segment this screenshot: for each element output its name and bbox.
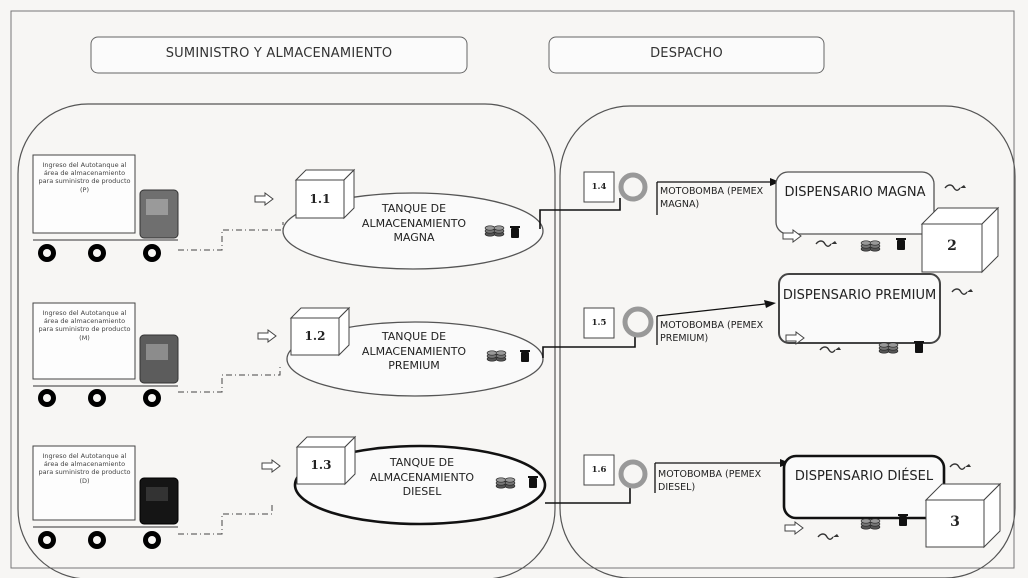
tank-ellipse-premium	[286, 321, 544, 397]
pump-ring-3	[618, 459, 648, 489]
dispatch-panel	[559, 105, 1016, 578]
pump-code-box-2	[583, 307, 615, 339]
tank-label-premium: TANQUE DE ALMACENAMIENTO PREMIUM	[361, 330, 467, 372]
pump-label-diesel: MOTOBOMBA (PEMEX DIESEL)	[658, 469, 762, 493]
pump-code-1: 1.4	[591, 182, 607, 192]
cube-number-3: 3	[950, 514, 960, 530]
truck-caption-m: Ingreso del Autotanque al área de almace…	[38, 309, 131, 342]
truck-1	[32, 154, 179, 262]
truck-connectors	[178, 222, 284, 535]
pump-code-box-1	[583, 171, 615, 203]
supply-panel	[17, 103, 556, 578]
tank-cubes	[289, 168, 357, 486]
dispenser-box-magna	[775, 171, 935, 235]
dispenser-label-premium: DISPENSARIO PREMIUM	[782, 288, 937, 303]
dispenser-label-diesel: DISPENSARIO DIÉSEL	[794, 469, 934, 484]
pipes-tank-pump	[539, 198, 636, 504]
dispatch-header-title: DESPACHO	[650, 46, 723, 61]
truck-caption-d: Ingreso del Autotanque al área de almace…	[38, 452, 131, 485]
tank-ellipse-diesel	[293, 444, 547, 526]
supply-header-box	[90, 36, 468, 74]
number-cubes	[920, 206, 1002, 549]
pump-dispenser-arrows	[654, 181, 780, 493]
outer-frame	[10, 10, 1015, 569]
tank-code-2: 1.2	[304, 329, 326, 343]
tank-code-3: 1.3	[310, 458, 332, 472]
dispenser-label-magna: DISPENSARIO MAGNA	[784, 185, 926, 200]
tank-label-diesel: TANQUE DE ALMACENAMIENTO DIESEL	[369, 456, 475, 498]
pump-code-2: 1.5	[591, 318, 607, 328]
pump-code-3: 1.6	[591, 465, 607, 475]
pump-label-magna: MOTOBOMBA (PEMEX MAGNA)	[660, 186, 764, 210]
truck-3	[32, 445, 179, 549]
cube-number-2: 2	[947, 238, 957, 254]
supply-header-title: SUMINISTRO Y ALMACENAMIENTO	[165, 46, 393, 61]
pump-ring-1	[618, 172, 648, 202]
pump-ring-2	[622, 306, 654, 338]
dispenser-box-premium	[778, 273, 941, 344]
tank-code-1: 1.1	[309, 192, 331, 206]
truck-caption-p: Ingreso del Autotanque al área de almace…	[38, 161, 131, 194]
pump-code-box-3	[583, 454, 615, 486]
truck-2	[32, 302, 179, 407]
tank-label-magna: TANQUE DE ALMACENAMIENTO MAGNA	[361, 202, 467, 244]
dispatch-header-box	[548, 36, 825, 74]
pump-label-premium: MOTOBOMBA (PEMEX PREMIUM)	[660, 320, 764, 344]
